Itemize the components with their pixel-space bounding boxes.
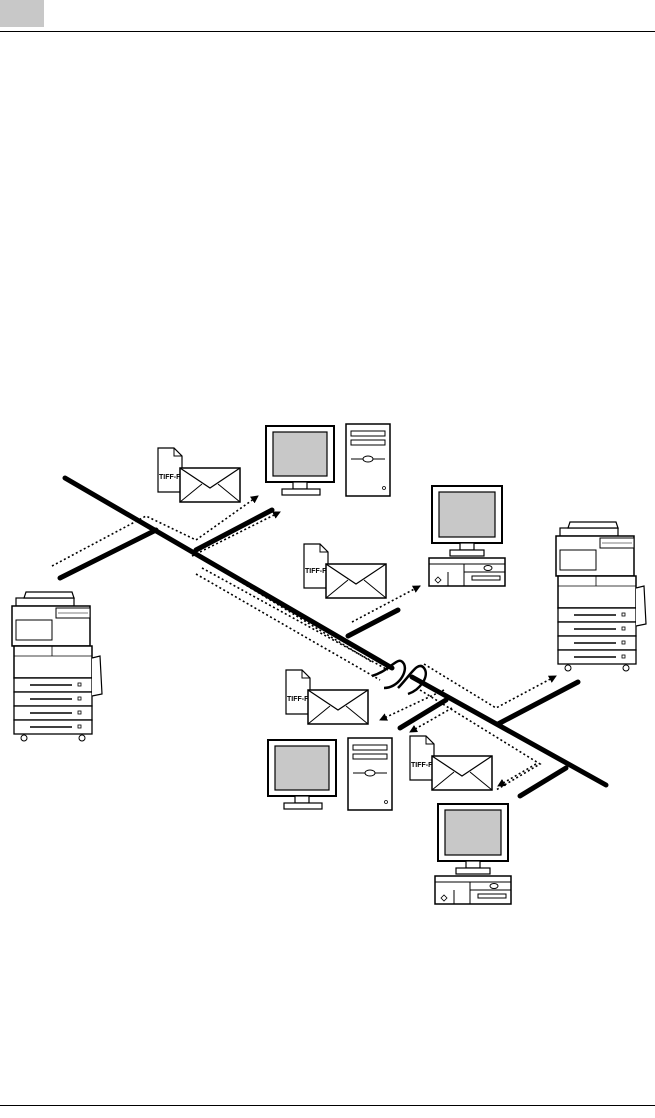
computer-top [266, 424, 390, 496]
multifunction-printer-icon [12, 592, 102, 741]
multifunction-printer-right [556, 522, 646, 671]
tiff-label-3: TIFF-F [287, 696, 309, 703]
tiff-envelope-4: TIFF-F [410, 736, 492, 790]
desktop-computer-icon [266, 424, 390, 496]
tiff-label-1: TIFF-F [159, 474, 181, 481]
computer-lower-right [435, 804, 511, 904]
multifunction-printer-left [12, 592, 102, 741]
network-backbone [65, 478, 606, 785]
computer-lower-left [268, 738, 392, 810]
desktop-computer-icon [268, 738, 392, 810]
desktop-computer-icon [429, 486, 505, 586]
desktop-computer-icon [435, 804, 511, 904]
tiff-label-4: TIFF-F [411, 762, 433, 769]
tiff-envelope-2: TIFF-F [304, 544, 386, 598]
tiff-envelope-1: TIFF-F [158, 448, 240, 502]
tiff-envelope-3: TIFF-F [286, 670, 368, 724]
tiff-label-2: TIFF-F [305, 568, 327, 575]
computer-right-upper [429, 486, 505, 586]
multifunction-printer-icon [556, 522, 646, 671]
